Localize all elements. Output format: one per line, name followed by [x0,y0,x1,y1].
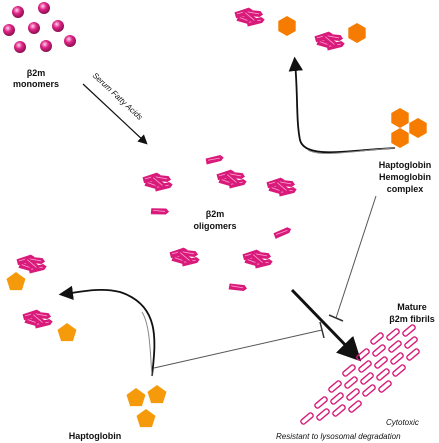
monomer-circle-icon [12,6,24,18]
monomer-circle-icon [64,35,76,47]
fibril-rod-icon [300,412,314,425]
haptoglobin-pentagon-icon [136,409,156,428]
hemoglobin-hexagon-icon [278,16,296,36]
fibril-rod-icon [370,332,384,345]
mature-fibrils-label: Mature [397,302,427,312]
haptoglobin-pentagon-icon [57,323,77,342]
fibril-rod-icon [362,384,376,397]
fibril-rod-icon [356,348,370,361]
monomer-circle-icon [52,20,64,32]
oligomer-cluster-icon [142,172,173,192]
monomers-label: β2m [27,68,46,78]
haptoglobin-hemoglobin-complex: Haptoglobin Hemoglobin complex [379,108,432,194]
hap-hb-label: Haptoglobin [379,160,432,170]
serum-fatty-acids-label: Serum Fatty Acids [91,71,145,122]
monomers-label: monomers [13,79,59,89]
fibril-rod-icon [388,340,402,353]
fibril-rod-icon [314,396,328,409]
oligomers-group: β2m oligomers [142,154,297,293]
oligomer-unit-icon [205,154,225,165]
hap-hb-inhibition [328,195,377,322]
oligomer-unit-icon [150,206,170,217]
fibril-rod-icon [402,324,416,337]
haptoglobin-inhibition [153,321,325,369]
fibril-rod-icon [342,364,356,377]
hap-hb-label: complex [387,184,424,194]
hemoglobin-hexagon-icon [348,23,366,43]
mature-fibrils: Mature β2m fibrils Cytotoxic Resistant t… [276,302,435,441]
monomer-circle-icon [3,24,15,36]
oligomer-cluster-icon [216,169,247,189]
mature-fibrils-label: β2m fibrils [389,314,435,324]
fibril-rod-icon [346,388,360,401]
hap-hb-binding-arrow [288,56,396,154]
fibril-rod-icon [376,368,390,381]
fibril-rod-icon [406,348,420,361]
fibril-rod-icon [344,376,358,389]
oligomer-cluster-icon [314,31,345,51]
oligomer-cluster-icon [242,249,273,269]
fibril-rods [300,324,420,425]
monomer-circle-icon [28,22,40,34]
oligomer-cluster-icon [169,247,200,267]
fibril-rod-icon [316,408,330,421]
fibril-rod-icon [378,380,392,393]
fibril-rod-icon [348,400,362,413]
resistant-label: Resistant to lysosomal degradation [276,432,401,441]
fibril-rod-icon [330,392,344,405]
oligomers-label: oligomers [193,221,236,231]
fibril-rod-icon [374,356,388,369]
hemoglobin-hexagon-icon [391,108,409,128]
serum-fatty-acids-arrow: Serum Fatty Acids [82,71,148,145]
oligomer-cluster-icon [234,7,265,27]
oligomer-unit-icon [228,282,248,293]
fibril-rod-icon [392,364,406,377]
haptoglobin-label: Haptoglobin [69,431,122,441]
hemoglobin-hexagon-icon [391,128,409,148]
oligomers-label: β2m [206,209,225,219]
fibril-rod-icon [390,352,404,365]
haptoglobin-group: Haptoglobin [69,385,167,441]
haptoglobin-pentagon-icon [147,385,167,404]
fibril-rod-icon [328,380,342,393]
fibril-rod-icon [332,404,346,417]
fibril-rod-icon [372,344,386,357]
hap-hb-label: Hemoglobin [379,172,431,182]
oligomer-cluster-icon [16,254,47,274]
fibril-rod-icon [386,328,400,341]
fibril-rod-icon [358,360,372,373]
monomer-circle-icon [14,41,26,53]
haptoglobin-pentagon-icon [126,388,146,407]
oligomer-cluster-icon [22,309,53,329]
oligomer-cluster-icon [266,177,297,197]
hemoglobin-hexagon-icon [409,118,427,138]
monomer-circle-icon [40,40,52,52]
fibril-rod-icon [404,336,418,349]
oligomer-hemoglobin-complexes [234,7,366,51]
haptoglobin-pentagon-icon [6,272,26,291]
monomer-circle-icon [38,2,50,14]
monomers-group: β2m monomers [3,2,76,89]
oligomer-haptoglobin-complexes [6,254,77,342]
fibril-rod-icon [360,372,374,385]
haptoglobin-binding-arrow [58,285,156,377]
oligomer-unit-icon [272,225,293,240]
fibril-formation-arrow [290,288,362,362]
cytotoxic-label: Cytotoxic [386,418,419,427]
